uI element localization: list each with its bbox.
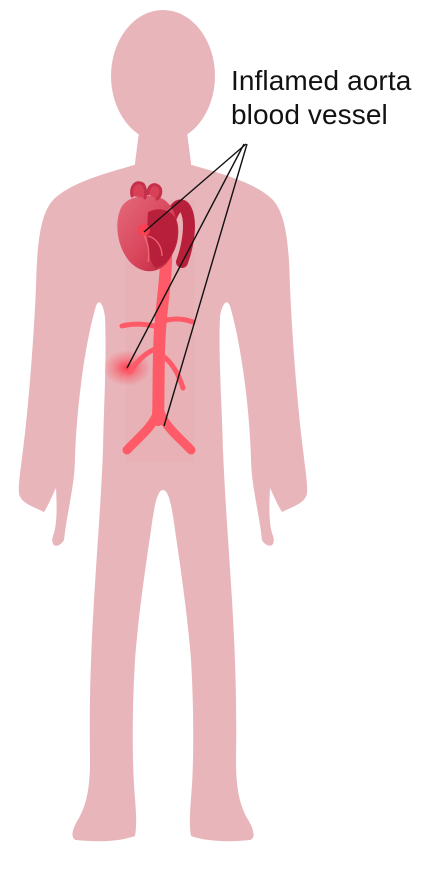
heart-inflammation-spot <box>138 224 150 236</box>
head <box>111 10 215 142</box>
label-line-1: Inflamed aorta <box>231 64 411 98</box>
annotation-label: Inflamed aorta blood vessel <box>231 64 411 132</box>
legs <box>72 450 253 841</box>
label-line-2: blood vessel <box>231 98 411 132</box>
right-upper-branch <box>160 319 193 322</box>
